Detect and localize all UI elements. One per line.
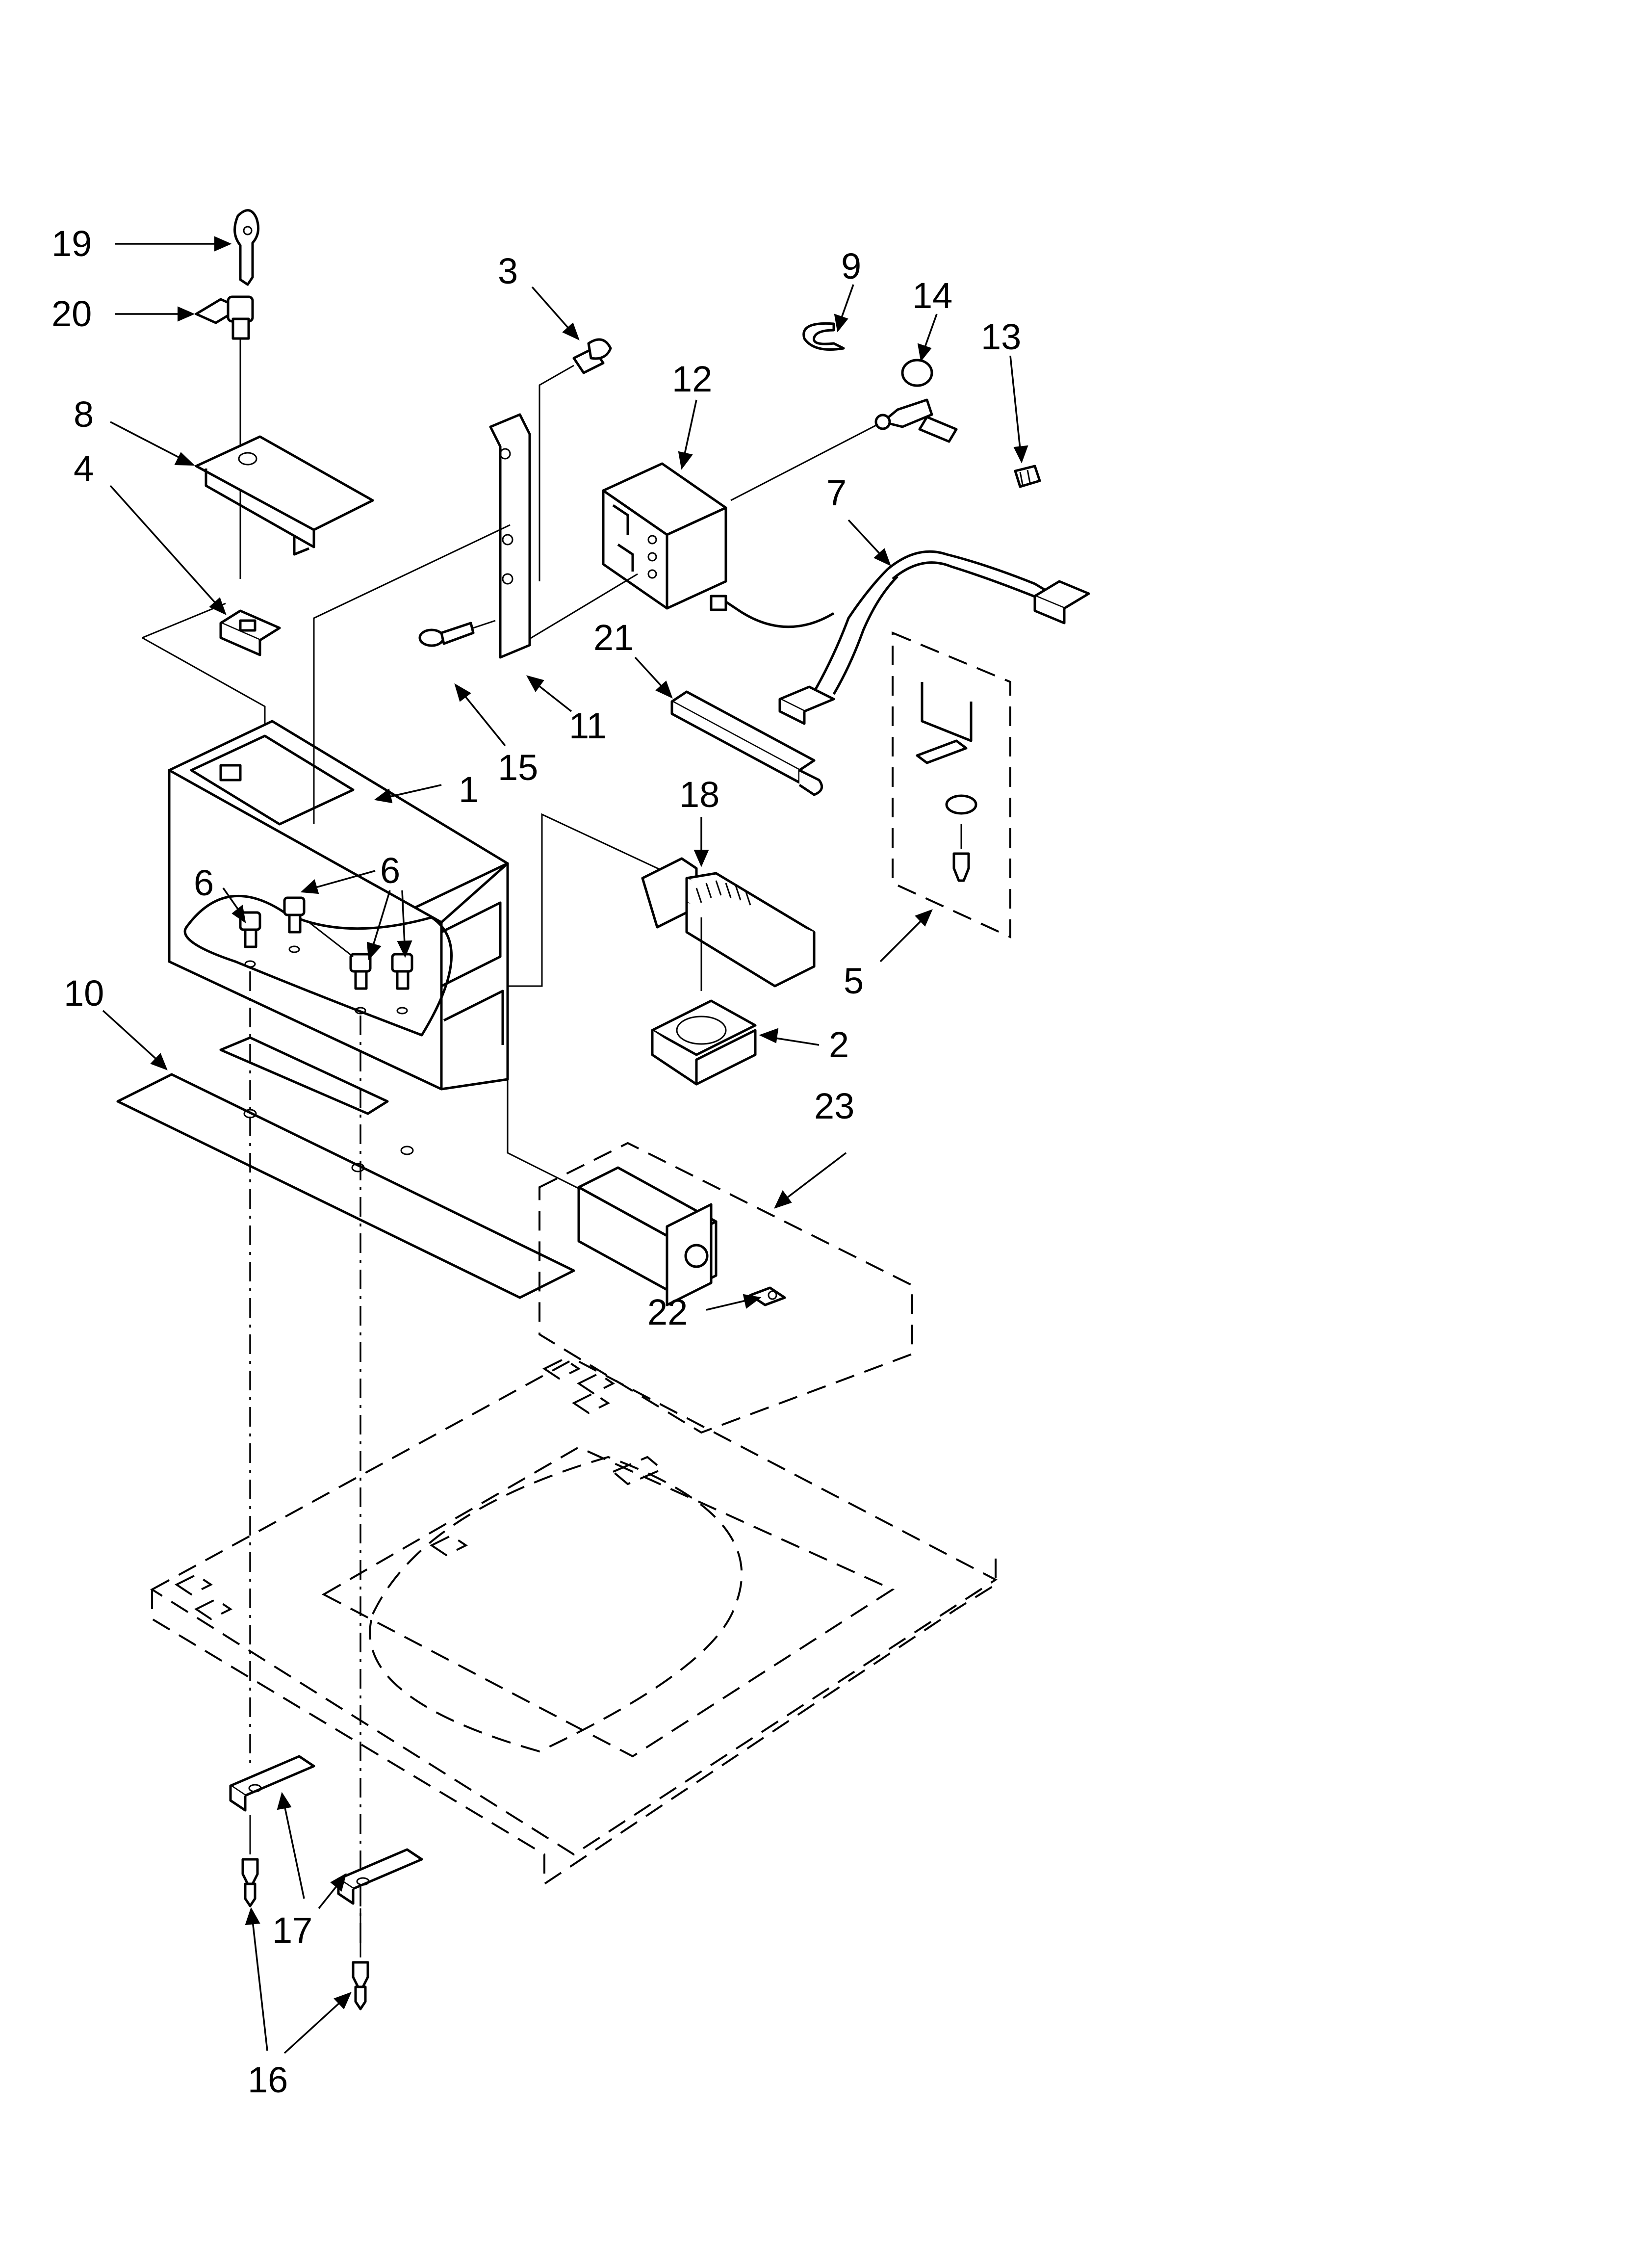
part-12-switch-module [514, 462, 727, 649]
part-11-bracket [489, 413, 531, 659]
callout-21: 21 [593, 617, 634, 658]
callout-2: 2 [829, 1024, 849, 1065]
callout-15: 15 [498, 747, 538, 788]
part-8-bracket [195, 435, 374, 579]
callout-20: 20 [51, 293, 92, 334]
callout-13: 13 [981, 316, 1021, 357]
part-3-screw [539, 338, 612, 581]
callout-6-right: 6 [380, 850, 400, 891]
guide-lines [249, 971, 361, 1948]
part-10-gasket [116, 1036, 575, 1299]
callout-9: 9 [841, 246, 861, 287]
part-21-rod [670, 690, 823, 796]
cabinet-top-outline [150, 1357, 998, 1886]
part-1-console-housing [168, 524, 690, 1193]
part-19-key [233, 209, 260, 286]
part-18-switch-assembly [641, 857, 816, 991]
part-20-lock-cylinder [195, 295, 254, 446]
callout-8: 8 [74, 394, 94, 435]
part-14-actuator [730, 359, 958, 501]
callout-17: 17 [272, 1910, 312, 1951]
part-23-lock-solenoid [539, 1142, 913, 1434]
part-17-clips [229, 1755, 423, 1905]
callout-19: 19 [51, 223, 92, 264]
leader-lines [102, 236, 1028, 2054]
part-13-set-screw [1014, 465, 1041, 488]
part-2-cup [651, 999, 757, 1086]
callout-7: 7 [826, 472, 847, 513]
callout-16: 16 [248, 2059, 288, 2100]
part-16-screws [241, 1815, 369, 2010]
callout-5: 5 [844, 961, 864, 1001]
part-5-ground-kit [892, 631, 1011, 939]
callout-3: 3 [498, 251, 518, 291]
callout-14: 14 [912, 275, 952, 316]
callout-22: 22 [647, 1292, 688, 1332]
callout-labels: 19 20 8 4 3 9 14 13 12 7 21 11 15 1 18 6… [51, 223, 1021, 2100]
callout-4: 4 [74, 448, 94, 489]
callout-10: 10 [64, 973, 104, 1014]
part-6-bolts [239, 896, 413, 1015]
callout-23: 23 [814, 1086, 854, 1126]
callout-18: 18 [679, 774, 719, 815]
part-7-wire-harness [710, 550, 1090, 725]
part-9-e-ring [802, 322, 845, 351]
callout-6-left: 6 [194, 862, 214, 903]
part-15-screw [418, 620, 496, 647]
callout-11: 11 [569, 705, 607, 746]
callout-12: 12 [672, 359, 712, 399]
callout-1: 1 [459, 769, 479, 810]
